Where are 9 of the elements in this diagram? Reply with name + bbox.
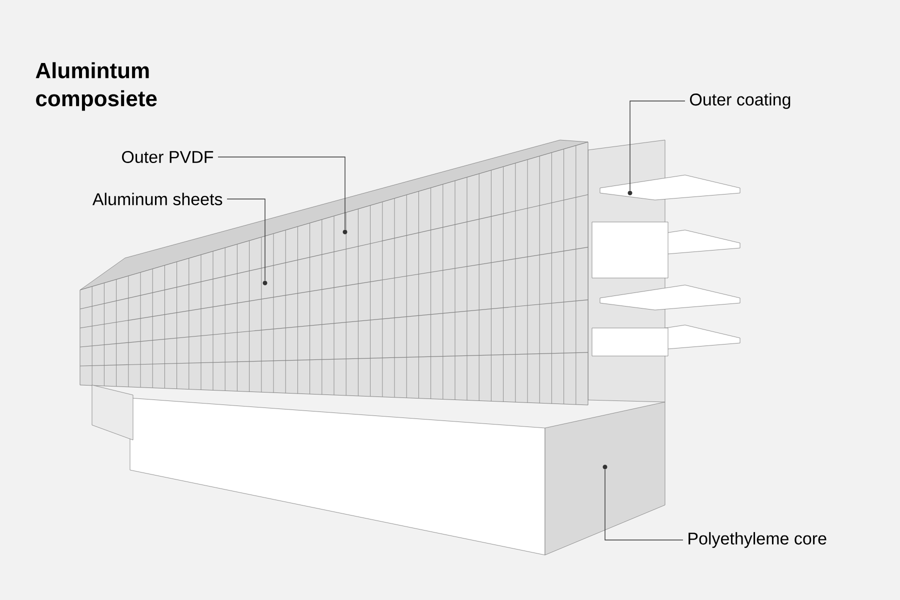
title: Alumintum composiete: [36, 62, 157, 111]
part-label: Outer coating: [690, 93, 790, 109]
leader-line: [226, 198, 266, 281]
leader-line: [218, 156, 346, 230]
part-label: Polyethyleme core: [688, 532, 826, 548]
part-label: Outer PVDF: [122, 150, 214, 164]
leader-line: [630, 100, 686, 191]
part-label: Aluminum sheets: [92, 192, 222, 206]
leader-line: [604, 469, 684, 540]
